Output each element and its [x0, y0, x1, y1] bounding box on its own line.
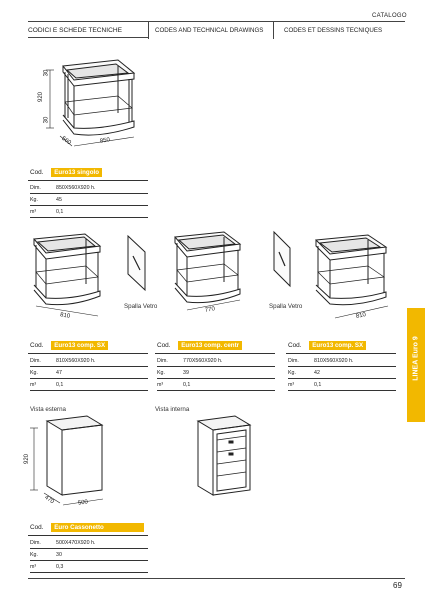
spec-value: 500X470X920 h. — [56, 540, 96, 546]
spec-label: Kg. — [30, 197, 38, 203]
header-underline — [28, 37, 148, 38]
cod-label: Cod. — [157, 342, 171, 349]
spec-label: m³ — [157, 382, 164, 388]
spec-label: Kg. — [157, 370, 165, 376]
spec-value: 39 — [183, 370, 189, 376]
spec-rule — [30, 193, 148, 194]
header-col-it: CODICI E SCHEDE TECNICHE — [28, 27, 123, 34]
spec-value: 0,3 — [56, 564, 64, 570]
spec-rule — [288, 378, 396, 379]
spec-rule — [157, 378, 275, 379]
spec-value: 42 — [314, 370, 320, 376]
dim-height-920-cass: 920 — [24, 453, 31, 465]
glass-panel-label-2: Spalla Vetro — [269, 303, 303, 310]
spec-label: m³ — [30, 209, 37, 215]
spec-value: 850X560X920 h. — [56, 185, 96, 191]
view-internal-label: Vista interna — [155, 406, 190, 413]
cassonetto-code-row: Cod. Euro Cassonetto — [30, 523, 144, 532]
spec-rule — [30, 390, 148, 391]
glass-panel-label-1: Spalla Vetro — [124, 303, 158, 310]
cod-label: Cod. — [30, 169, 44, 176]
code-badge: Euro13 comp. SX — [51, 341, 109, 350]
spec-label: Dim. — [288, 358, 299, 364]
spec-rule — [288, 366, 396, 367]
code-rule — [28, 353, 148, 354]
header-divider-1 — [148, 21, 149, 39]
product-dx-code-row: Cod. Euro13 comp. SX — [288, 341, 367, 350]
spec-rule — [30, 205, 148, 206]
spec-rule — [30, 217, 148, 218]
spec-rule — [30, 378, 148, 379]
header-rule — [28, 21, 405, 22]
code-rule — [155, 353, 275, 354]
catalog-label: CATALOGO — [372, 13, 407, 19]
product1-code-rule — [28, 180, 148, 181]
spec-value: 30 — [56, 552, 62, 558]
spec-label: m³ — [30, 564, 37, 570]
spec-label: Dim. — [30, 358, 41, 364]
cassonetto-spec-table: Dim. 500X470X920 h. Kg. 30 m³ 0,3 — [30, 540, 148, 576]
spec-value: 770X560X920 h. — [183, 358, 223, 364]
spec-value: 0,1 — [314, 382, 322, 388]
spec-rule — [30, 572, 148, 573]
code-rule — [28, 535, 148, 536]
spec-rule — [30, 548, 148, 549]
cod-label: Cod. — [288, 342, 302, 349]
spec-label: Kg. — [30, 370, 38, 376]
product1-code-row: Cod. Euro13 singolo — [30, 168, 102, 177]
footer-rule — [28, 578, 405, 579]
side-tab — [407, 308, 425, 422]
spec-value: 0,1 — [183, 382, 191, 388]
spec-rule — [157, 390, 275, 391]
spec-label: Dim. — [30, 185, 41, 191]
code-badge: Euro13 comp. centr — [178, 341, 243, 350]
spec-label: Kg. — [30, 552, 38, 558]
product-sx-spec-table: Dim. 810X560X920 h. Kg. 47 m³ 0,1 — [30, 358, 148, 394]
spec-value: 0,1 — [56, 382, 64, 388]
product-dx-spec-table: Dim. 810X560X920 h. Kg. 42 m³ 0,1 — [288, 358, 396, 394]
spec-value: 47 — [56, 370, 62, 376]
cod-label: Cod. — [30, 524, 44, 531]
code-badge: Euro13 comp. SX — [309, 341, 367, 350]
page-number: 69 — [393, 581, 402, 590]
spec-label: m³ — [30, 382, 37, 388]
product-sx-code-row: Cod. Euro13 comp. SX — [30, 341, 109, 350]
spec-rule — [30, 560, 148, 561]
spec-rule — [30, 366, 148, 367]
product-centr-spec-table: Dim. 770X560X920 h. Kg. 39 m³ 0,1 — [157, 358, 275, 394]
spec-value: 0,1 — [56, 209, 64, 215]
spec-label: Dim. — [157, 358, 168, 364]
header-col-fr: CODES ET DESSINS TECNIQUES — [284, 27, 383, 34]
code-rule — [286, 353, 396, 354]
product-centr-code-row: Cod. Euro13 comp. centr — [157, 341, 243, 350]
spec-label: Kg. — [288, 370, 296, 376]
product1-spec-table: Dim. 850X560X920 h. Kg. 45 m³ 0,1 — [30, 185, 148, 221]
view-external-label: Vista esterna — [30, 406, 67, 413]
code-badge: Euro13 singolo — [51, 168, 102, 177]
code-badge: Euro Cassonetto — [51, 523, 144, 532]
header-col-en: CODES AND TECHNICAL DRAWINGS — [155, 27, 264, 34]
spec-value: 45 — [56, 197, 62, 203]
spec-value: 810X560X920 h. — [56, 358, 96, 364]
spec-value: 810X560X920 h. — [314, 358, 354, 364]
header-divider-2 — [273, 21, 274, 39]
spec-label: Dim. — [30, 540, 41, 546]
spec-rule — [288, 390, 396, 391]
spec-label: m³ — [288, 382, 295, 388]
spec-rule — [157, 366, 275, 367]
cod-label: Cod. — [30, 342, 44, 349]
